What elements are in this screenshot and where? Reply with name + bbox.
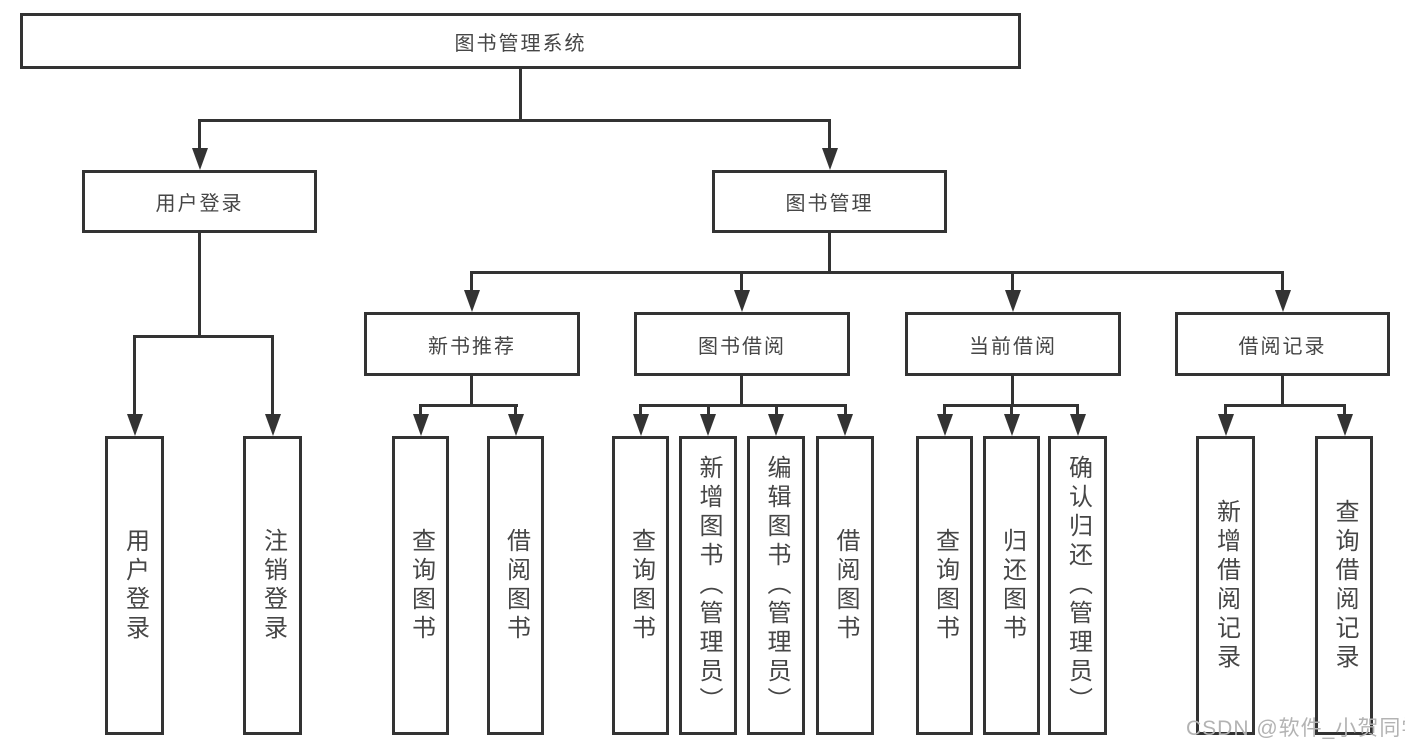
leaf-query-books-current: 查询图书 — [916, 436, 973, 735]
arrowhead-down-icon — [508, 414, 524, 436]
arrowhead-down-icon — [413, 414, 429, 436]
arrowhead-down-icon — [1070, 414, 1086, 436]
arrowhead-down-icon — [633, 414, 649, 436]
connector-shaft — [1224, 404, 1227, 416]
connector-shaft — [133, 335, 136, 417]
arrowhead-down-icon — [768, 414, 784, 436]
arrowhead-down-icon — [1337, 414, 1353, 436]
arrowhead-down-icon — [1218, 414, 1234, 436]
connector-shaft — [639, 404, 642, 416]
connector-stem — [1011, 376, 1014, 405]
connector-shaft — [1010, 404, 1013, 416]
connector-rail — [419, 404, 518, 407]
connector-shaft — [943, 404, 946, 416]
csdn-watermark: CSDN @软件_小贺同学 — [1186, 717, 1405, 740]
connector-shaft — [1343, 404, 1346, 416]
node-user-login: 用户登录 — [82, 170, 317, 233]
arrowhead-down-icon — [1004, 414, 1020, 436]
leaf-edit-books-admin: 编辑图书（管理员） — [747, 436, 805, 735]
connector-shaft — [740, 271, 743, 293]
connector-shaft — [1011, 271, 1014, 293]
node-new-book-recommend: 新书推荐 — [364, 312, 580, 376]
arrowhead-down-icon — [1005, 290, 1021, 312]
connector-shaft — [1076, 404, 1079, 416]
node-current-borrow: 当前借阅 — [905, 312, 1121, 376]
leaf-confirm-return-admin: 确认归还（管理员） — [1048, 436, 1107, 735]
arrowhead-down-icon — [192, 148, 208, 170]
arrowhead-down-icon — [822, 148, 838, 170]
connector-shaft — [419, 404, 422, 416]
connector-rail — [470, 271, 1284, 274]
connector-shaft — [775, 404, 778, 416]
leaf-query-borrow-record: 查询借阅记录 — [1315, 436, 1373, 735]
leaf-add-borrow-record: 新增借阅记录 — [1196, 436, 1255, 735]
leaf-borrow-books: 借阅图书 — [816, 436, 874, 735]
connector-stem — [470, 376, 473, 405]
connector-shaft — [470, 271, 473, 293]
node-book-borrow: 图书借阅 — [634, 312, 850, 376]
arrowhead-down-icon — [837, 414, 853, 436]
connector-shaft — [514, 404, 517, 416]
leaf-query-books-borrow: 查询图书 — [612, 436, 669, 735]
connector-shaft — [1281, 271, 1284, 293]
connector-shaft — [828, 119, 831, 151]
leaf-user-login: 用户登录 — [105, 436, 164, 735]
connector-stem — [198, 233, 201, 335]
arrowhead-down-icon — [700, 414, 716, 436]
arrowhead-down-icon — [464, 290, 480, 312]
node-borrow-records: 借阅记录 — [1175, 312, 1390, 376]
leaf-query-books-recommend: 查询图书 — [392, 436, 449, 735]
connector-stem — [519, 69, 522, 120]
node-book-management: 图书管理 — [712, 170, 947, 233]
leaf-borrow-books-recommend: 借阅图书 — [487, 436, 544, 735]
connector-rail — [198, 119, 831, 122]
leaf-return-books: 归还图书 — [983, 436, 1040, 735]
arrowhead-down-icon — [265, 414, 281, 436]
node-root: 图书管理系统 — [20, 13, 1021, 69]
connector-stem — [828, 233, 831, 271]
connector-shaft — [198, 119, 201, 151]
connector-shaft — [271, 335, 274, 417]
connector-shaft — [844, 404, 847, 416]
leaf-add-books-admin: 新增图书（管理员） — [679, 436, 737, 735]
arrowhead-down-icon — [1275, 290, 1291, 312]
leaf-logout: 注销登录 — [243, 436, 302, 735]
connector-rail — [639, 404, 847, 407]
arrowhead-down-icon — [734, 290, 750, 312]
arrowhead-down-icon — [127, 414, 143, 436]
arrowhead-down-icon — [937, 414, 953, 436]
connector-stem — [740, 376, 743, 405]
connector-rail — [1224, 404, 1346, 407]
connector-shaft — [707, 404, 710, 416]
connector-rail — [133, 335, 274, 338]
connector-stem — [1281, 376, 1284, 405]
